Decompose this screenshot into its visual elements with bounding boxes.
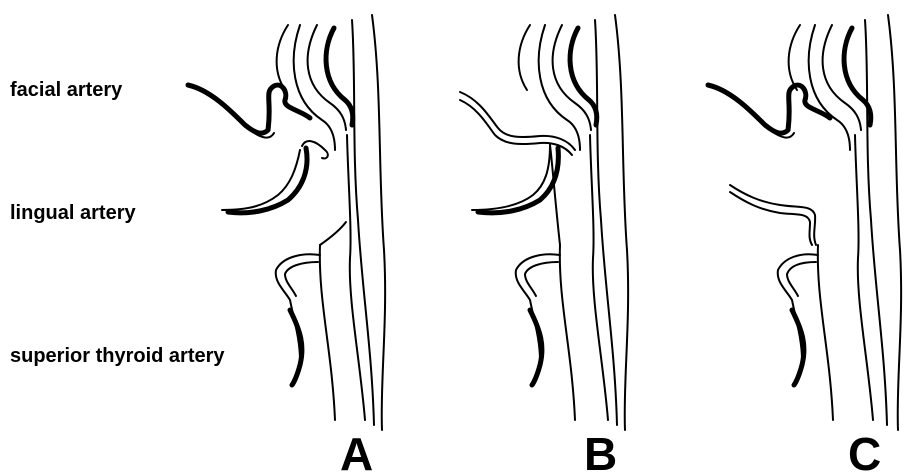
panel-label-c: C bbox=[848, 428, 881, 476]
panel-b-drawing bbox=[460, 15, 628, 430]
label-lingual-artery: lingual artery bbox=[10, 202, 136, 224]
label-facial-artery: facial artery bbox=[10, 79, 123, 101]
panel-c-drawing bbox=[708, 15, 901, 430]
panel-label-a: A bbox=[340, 428, 373, 476]
label-superior-thyroid-artery: superior thyroid artery bbox=[10, 345, 225, 367]
panel-a-drawing bbox=[188, 15, 385, 430]
panel-label-b: B bbox=[584, 428, 617, 476]
